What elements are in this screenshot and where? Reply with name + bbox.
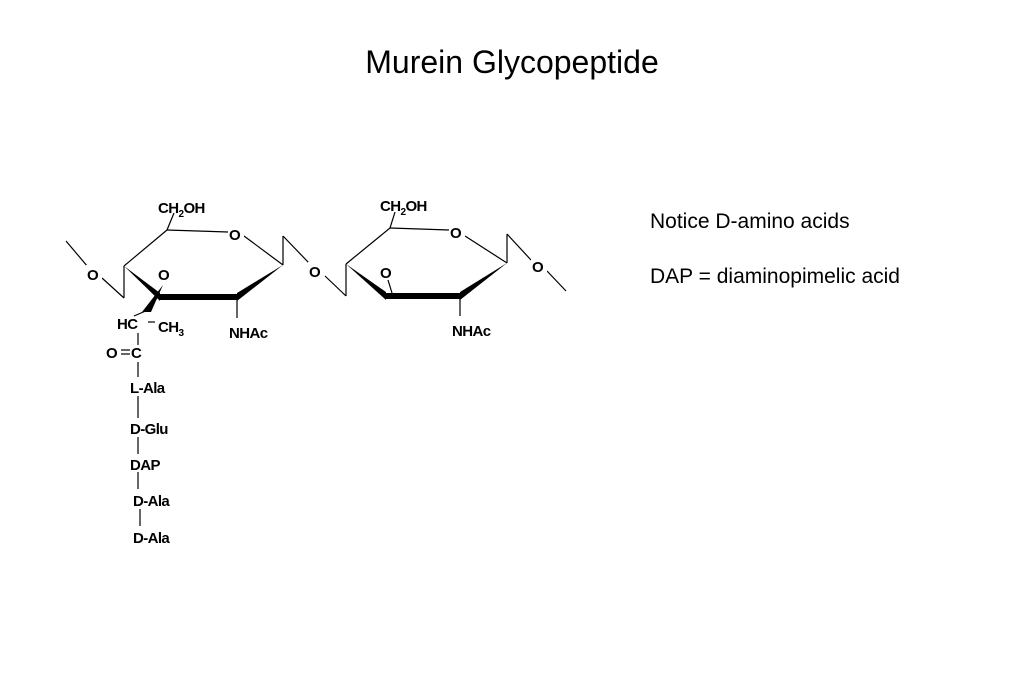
carbonyl-carbon-label: C — [131, 345, 142, 362]
ring2-hydroxyl-oxygen-label: O — [380, 265, 392, 282]
ring2-ch2oh-label: CH2OH — [380, 198, 427, 218]
bond-glycosidic-o-to-ring2 — [324, 275, 347, 297]
peptide-residue-1: L-Ala — [130, 380, 166, 397]
lactyl-hc-label: HC — [117, 316, 138, 333]
bond-ring2-o-c1 — [464, 235, 508, 264]
wedge-ring1-left — [124, 266, 160, 301]
bond-ring1-o-c1 — [243, 235, 284, 266]
peptide-residue-4: D-Ala — [133, 493, 170, 510]
ring2-oxygen-label: O — [450, 225, 462, 242]
left-oxygen-label: O — [87, 267, 99, 284]
bond-ring2-c5-c4 — [345, 227, 391, 265]
right-oxygen-label: O — [532, 259, 544, 276]
bond-ring1-ch2oh — [166, 212, 175, 231]
bond-right-chain-end — [546, 270, 567, 292]
bond-ring2-oh — [387, 279, 393, 294]
bond-ring1-c4-o — [166, 229, 229, 233]
atom-labels: O CH2OH O O O NHAc CH2OH O O O NHAc HC C… — [86, 198, 547, 547]
wedge-ring2-left — [346, 264, 386, 300]
wedge-ring1-ether — [142, 285, 163, 312]
bond-ring1-c5-c4 — [123, 229, 168, 267]
slide-title: Murein Glycopeptide — [365, 44, 659, 80]
bond-ether-to-hc — [133, 309, 149, 317]
ring1-oxygen-label: O — [229, 227, 241, 244]
lactyl-ch3-label: CH3 — [158, 319, 184, 339]
note-dap-definition: DAP = diaminopimelic acid — [650, 265, 900, 288]
bond-ring2-ch2oh — [389, 211, 396, 229]
peptide-residue-5: D-Ala — [133, 530, 170, 547]
peptide-residue-2: D-Glu — [130, 421, 168, 438]
wedge-ring2-right — [460, 263, 507, 300]
ring1-ether-oxygen-label: O — [158, 267, 170, 284]
ring-2 — [324, 211, 567, 316]
bond-left-chain-end — [65, 240, 89, 268]
ring-1 — [65, 212, 310, 318]
note-d-amino-acids: Notice D-amino acids — [650, 210, 850, 233]
bond-ring2-c4-o — [389, 227, 450, 231]
ring2-nhac-label: NHAc — [452, 323, 491, 340]
bond-ring1-to-glycosidic-o — [282, 235, 310, 264]
bond-left-o-to-ring1 — [101, 277, 125, 299]
glycosidic-oxygen-label: O — [309, 264, 321, 281]
peptide-bonds — [121, 321, 155, 526]
carbonyl-oxygen-label: O — [106, 345, 118, 362]
wedge-ring1-right — [237, 265, 283, 301]
bond-ring2-to-right-o — [506, 233, 532, 261]
ring1-nhac-label: NHAc — [229, 325, 268, 342]
peptide-residue-3: DAP — [130, 457, 160, 474]
ring1-ch2oh-label: CH2OH — [158, 200, 205, 220]
